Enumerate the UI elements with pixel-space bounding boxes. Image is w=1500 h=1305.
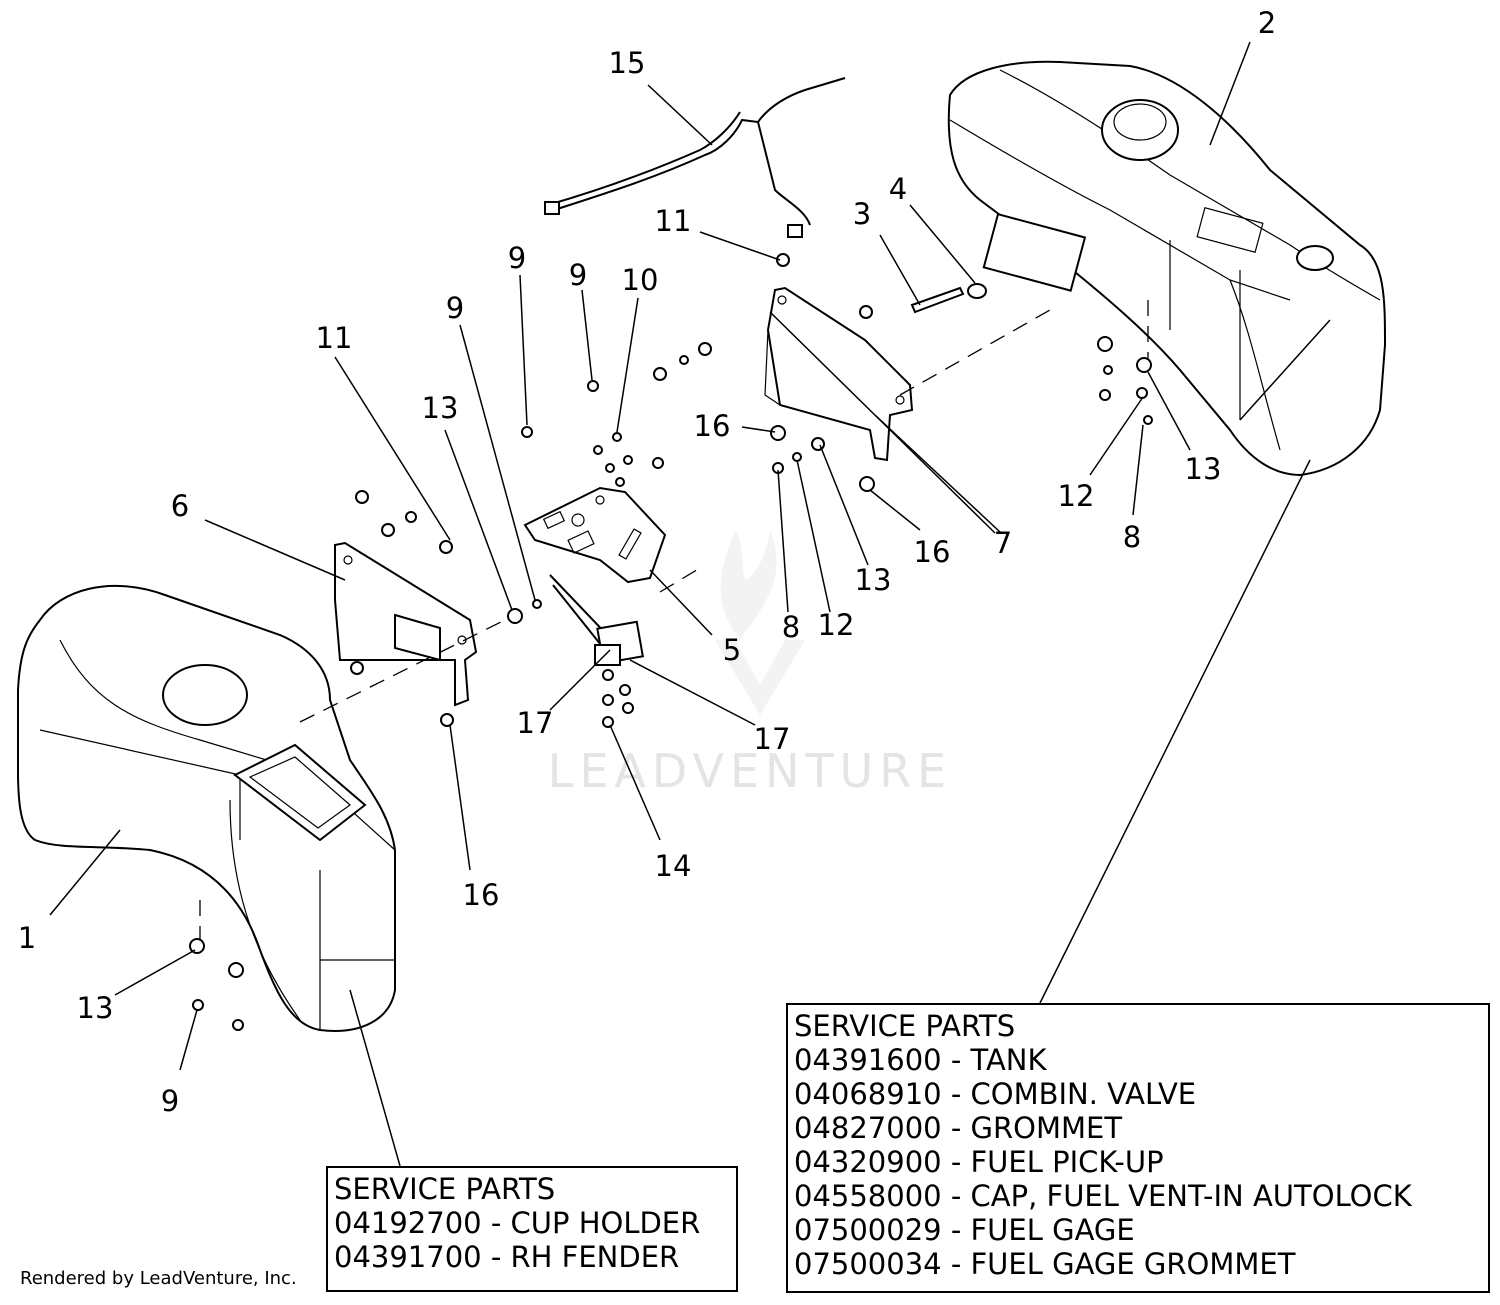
service-part-item: 07500034 - FUEL GAGE GROMMET (794, 1247, 1296, 1281)
callout-15: 15 (609, 46, 646, 80)
hardware (189, 253, 1153, 1031)
callout-9: 9 (161, 1084, 179, 1118)
callout-8: 8 (782, 610, 800, 644)
service-part-item: 04391600 - TANK (794, 1043, 1047, 1077)
leader-lines (49, 41, 1331, 1167)
watermark-logo (715, 530, 805, 715)
service-parts-title: SERVICE PARTS (794, 1009, 1016, 1043)
service-part-item: 04068910 - COMBIN. VALVE (794, 1077, 1197, 1111)
center-plate (523, 486, 667, 584)
fuel-tank (947, 60, 1387, 477)
callout-9: 9 (508, 241, 526, 275)
callout-13: 13 (422, 391, 459, 425)
rh-fender (17, 584, 396, 1032)
callout-14: 14 (655, 849, 692, 883)
service-part-item: 04320900 - FUEL PICK-UP (794, 1145, 1164, 1179)
callout-16: 16 (914, 535, 951, 569)
callout-2: 2 (1258, 6, 1276, 40)
callout-16: 16 (463, 878, 500, 912)
fuel-line (544, 77, 846, 238)
callout-13: 13 (1185, 452, 1222, 486)
callout-8: 8 (1123, 520, 1141, 554)
callout-13: 13 (855, 563, 892, 597)
rendered-by-footer: Rendered by LeadVenture, Inc. (20, 1268, 297, 1289)
callout-7: 7 (994, 526, 1012, 560)
callout-13: 13 (77, 991, 114, 1025)
callout-5: 5 (723, 633, 741, 667)
switch-linkage (549, 574, 644, 666)
service-parts-fender-box: SERVICE PARTS 04192700 - CUP HOLDER 0439… (326, 1166, 738, 1292)
callout-1: 1 (18, 921, 36, 955)
callout-12: 12 (818, 608, 855, 642)
callout-3: 3 (853, 197, 871, 231)
service-part-item: 04391700 - RH FENDER (334, 1240, 680, 1274)
service-part-item: 04827000 - GROMMET (794, 1111, 1123, 1145)
callout-17: 17 (754, 722, 791, 756)
right-bracket (764, 286, 914, 462)
callout-9: 9 (569, 258, 587, 292)
callout-16: 16 (694, 409, 731, 443)
callout-9: 9 (446, 291, 464, 325)
callout-10: 10 (622, 263, 659, 297)
service-part-item: 04192700 - CUP HOLDER (334, 1206, 701, 1240)
left-bracket (334, 541, 478, 707)
service-parts-title: SERVICE PARTS (334, 1172, 556, 1206)
callout-11: 11 (655, 204, 692, 238)
callout-17: 17 (517, 706, 554, 740)
watermark-text: LEADVENTURE (548, 744, 953, 798)
pin-and-cap (910, 283, 987, 314)
service-part-item: 04558000 - CAP, FUEL VENT-IN AUTOLOCK (794, 1179, 1412, 1213)
callout-6: 6 (171, 489, 189, 523)
service-part-item: 07500029 - FUEL GAGE (794, 1213, 1135, 1247)
callout-11: 11 (316, 321, 353, 355)
callout-12: 12 (1058, 479, 1095, 513)
service-parts-tank-box: SERVICE PARTS 04391600 - TANK 04068910 -… (786, 1003, 1490, 1293)
callout-4: 4 (889, 172, 907, 206)
